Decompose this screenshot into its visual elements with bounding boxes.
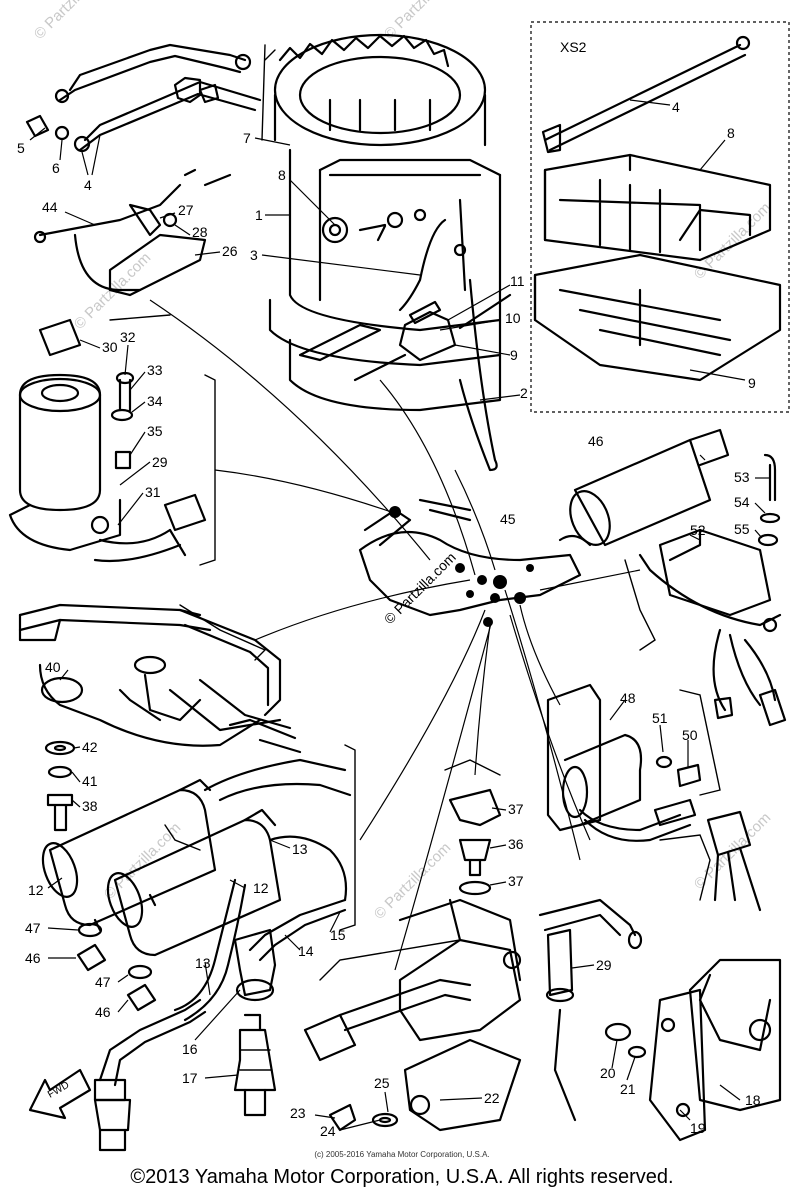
callout-54: 54 bbox=[734, 494, 750, 510]
spark-plug-left bbox=[93, 1098, 132, 1152]
callout-38: 37 bbox=[508, 801, 524, 817]
xs2-variant-box: XS2 bbox=[530, 21, 790, 413]
callout-35: 35 bbox=[147, 423, 163, 439]
callout-55: 55 bbox=[734, 521, 750, 537]
diagram-copyright: (c) 2005-2016 Yamaha Motor Corporation, … bbox=[314, 1150, 490, 1159]
callout-37: 37 bbox=[508, 873, 524, 889]
starter-relay bbox=[546, 683, 702, 842]
callout-49: 48 bbox=[620, 690, 636, 706]
hardware-washers bbox=[44, 740, 157, 1012]
spark-plug-cap-right bbox=[233, 898, 347, 1002]
switch-bracket bbox=[303, 898, 522, 1132]
callout-17: 17 bbox=[182, 1070, 198, 1086]
callout-24: 24 bbox=[320, 1123, 336, 1139]
callout-25: 25 bbox=[374, 1075, 390, 1091]
callout-30: 30 bbox=[102, 339, 118, 355]
watermark: © Partzilla.com bbox=[691, 199, 774, 282]
parts-diagram: © Partzilla.com © Partzilla.com © Partzi… bbox=[8, 0, 790, 1152]
callout-36: 36 bbox=[508, 836, 524, 852]
condenser bbox=[569, 428, 730, 547]
callout-26: 26 bbox=[222, 243, 238, 259]
callout-3: 3 bbox=[250, 247, 258, 263]
callout-18: 18 bbox=[745, 1092, 761, 1108]
callout-4-xs2: 4 bbox=[672, 99, 680, 115]
callout-10: 10 bbox=[505, 310, 521, 326]
callout-23: 23 bbox=[290, 1105, 306, 1121]
charge-coil-leads bbox=[298, 278, 512, 472]
callout-16: 16 bbox=[182, 1041, 198, 1057]
callout-46: 46 bbox=[25, 950, 41, 966]
flywheel-magneto bbox=[268, 33, 502, 412]
callout-27: 27 bbox=[178, 202, 194, 218]
callout-9: 9 bbox=[510, 347, 518, 363]
callout-28: 28 bbox=[192, 224, 208, 240]
spark-plug bbox=[233, 1013, 277, 1117]
callout-2: 2 bbox=[520, 385, 528, 401]
callout-48: 44 bbox=[42, 199, 58, 215]
callout-40: 40 bbox=[45, 659, 61, 675]
callout-13b: 13 bbox=[195, 955, 211, 971]
callout-22: 22 bbox=[484, 1090, 500, 1106]
callout-44: 45 bbox=[500, 511, 516, 527]
callout-33: 33 bbox=[147, 362, 163, 378]
ignition-coils bbox=[41, 758, 352, 1022]
watermark: © Partzilla.com bbox=[101, 819, 184, 902]
thermo-switch bbox=[444, 759, 502, 896]
callout-50: 50 bbox=[682, 727, 698, 743]
callout-19: 19 bbox=[690, 1120, 706, 1136]
callout-47b: 47 bbox=[95, 974, 111, 990]
callout-31: 31 bbox=[145, 484, 161, 500]
callout-7: 7 bbox=[243, 130, 251, 146]
callout-46b: 46 bbox=[95, 1004, 111, 1020]
fwd-label: FWD bbox=[46, 1080, 71, 1101]
coil-bracket bbox=[18, 603, 302, 754]
ground-wires bbox=[25, 43, 262, 153]
callout-numbers: 5 6 4 7 8 1 3 11 10 9 2 44 27 28 26 30 3… bbox=[17, 99, 761, 1139]
callout-52: 52 bbox=[690, 522, 706, 538]
callout-8-xs2: 8 bbox=[727, 125, 735, 141]
callout-6: 6 bbox=[52, 160, 60, 176]
callout-32: 32 bbox=[120, 329, 136, 345]
callout-21: 21 bbox=[620, 1081, 636, 1097]
callout-12: 12 bbox=[28, 882, 44, 898]
callout-29b: 29 bbox=[596, 957, 612, 973]
cdi-unit bbox=[604, 810, 782, 1142]
callout-20: 20 bbox=[600, 1065, 616, 1081]
main-switch bbox=[8, 318, 207, 563]
callout-5: 5 bbox=[17, 140, 25, 156]
engine-stop-lead bbox=[33, 168, 232, 297]
rectifier bbox=[638, 453, 787, 727]
callout-1: 1 bbox=[255, 207, 263, 223]
callout-53: 53 bbox=[734, 469, 750, 485]
watermarks: © Partzilla.com © Partzilla.com © Partzi… bbox=[31, 0, 774, 923]
callout-29: 29 bbox=[152, 454, 168, 470]
callout-43: 42 bbox=[82, 739, 98, 755]
callout-13: 13 bbox=[292, 841, 308, 857]
xs2-label: XS2 bbox=[560, 39, 587, 55]
callout-51: 51 bbox=[652, 710, 668, 726]
starter-lead bbox=[538, 898, 643, 1122]
footer-copyright: ©2013 Yamaha Motor Corporation, U.S.A. A… bbox=[130, 1166, 674, 1188]
callout-34: 34 bbox=[147, 393, 163, 409]
callout-41: 38 bbox=[82, 798, 98, 814]
fwd-arrow-icon: FWD bbox=[28, 1068, 92, 1120]
callout-8: 8 bbox=[278, 167, 286, 183]
callout-45: 46 bbox=[588, 433, 604, 449]
callout-11: 11 bbox=[510, 273, 525, 289]
callout-42: 41 bbox=[82, 773, 98, 789]
callout-15: 15 bbox=[330, 927, 346, 943]
wire-harness bbox=[358, 498, 592, 627]
callout-9-xs2: 9 bbox=[748, 375, 756, 391]
watermark: © Partzilla.com bbox=[381, 549, 459, 627]
callout-14: 14 bbox=[298, 943, 314, 959]
callout-leaders bbox=[29, 99, 770, 1131]
callout-4: 4 bbox=[84, 177, 92, 193]
callout-47: 47 bbox=[25, 920, 41, 936]
callout-12b: 12 bbox=[253, 880, 269, 896]
watermark: © Partzilla.com bbox=[31, 0, 114, 43]
